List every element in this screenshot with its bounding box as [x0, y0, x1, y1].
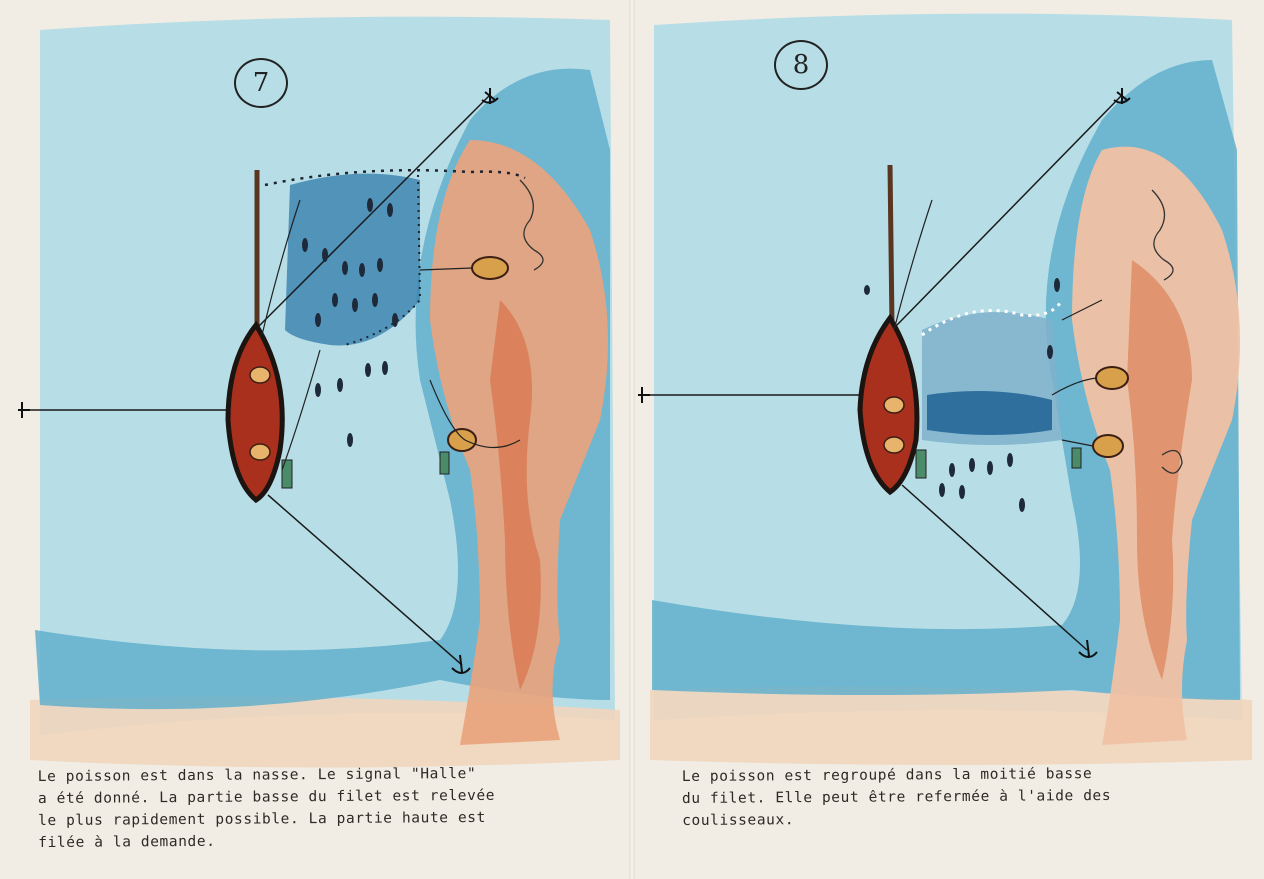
fisherman [250, 367, 270, 383]
boat-mast [890, 165, 892, 325]
step-number: 7 [234, 58, 288, 108]
panel-8: 8 Le poisson est regroupé dans la moitié… [632, 0, 1264, 879]
step-number: 8 [774, 40, 828, 90]
net-buoy [440, 452, 449, 474]
fisherman [250, 444, 270, 460]
fisherman [884, 397, 904, 413]
panel-8-illustration [632, 0, 1264, 879]
anchor-icon [638, 387, 650, 403]
caption-line: coulisseaux. [682, 806, 1242, 832]
panel-7: 7 Le poisson est dans la nasse. Le signa… [0, 0, 632, 879]
fisherman-on-rock [448, 429, 476, 451]
caption-line: filée à la demande. [38, 828, 618, 854]
fisherman-on-rock [1096, 367, 1128, 389]
gathered-net [927, 391, 1052, 435]
net-buoy [916, 450, 926, 478]
net-buoy [1072, 448, 1081, 468]
panel-caption: Le poisson est dans la nasse. Le signal … [38, 762, 619, 854]
anchor-icon [18, 402, 30, 418]
panel-7-illustration [0, 0, 632, 879]
fisherman-on-rock [472, 257, 508, 279]
fisherman-on-rock [1093, 435, 1123, 457]
fisherman [884, 437, 904, 453]
net-pocket [285, 174, 420, 346]
panel-caption: Le poisson est regroupé dans la moitié b… [682, 762, 1242, 832]
